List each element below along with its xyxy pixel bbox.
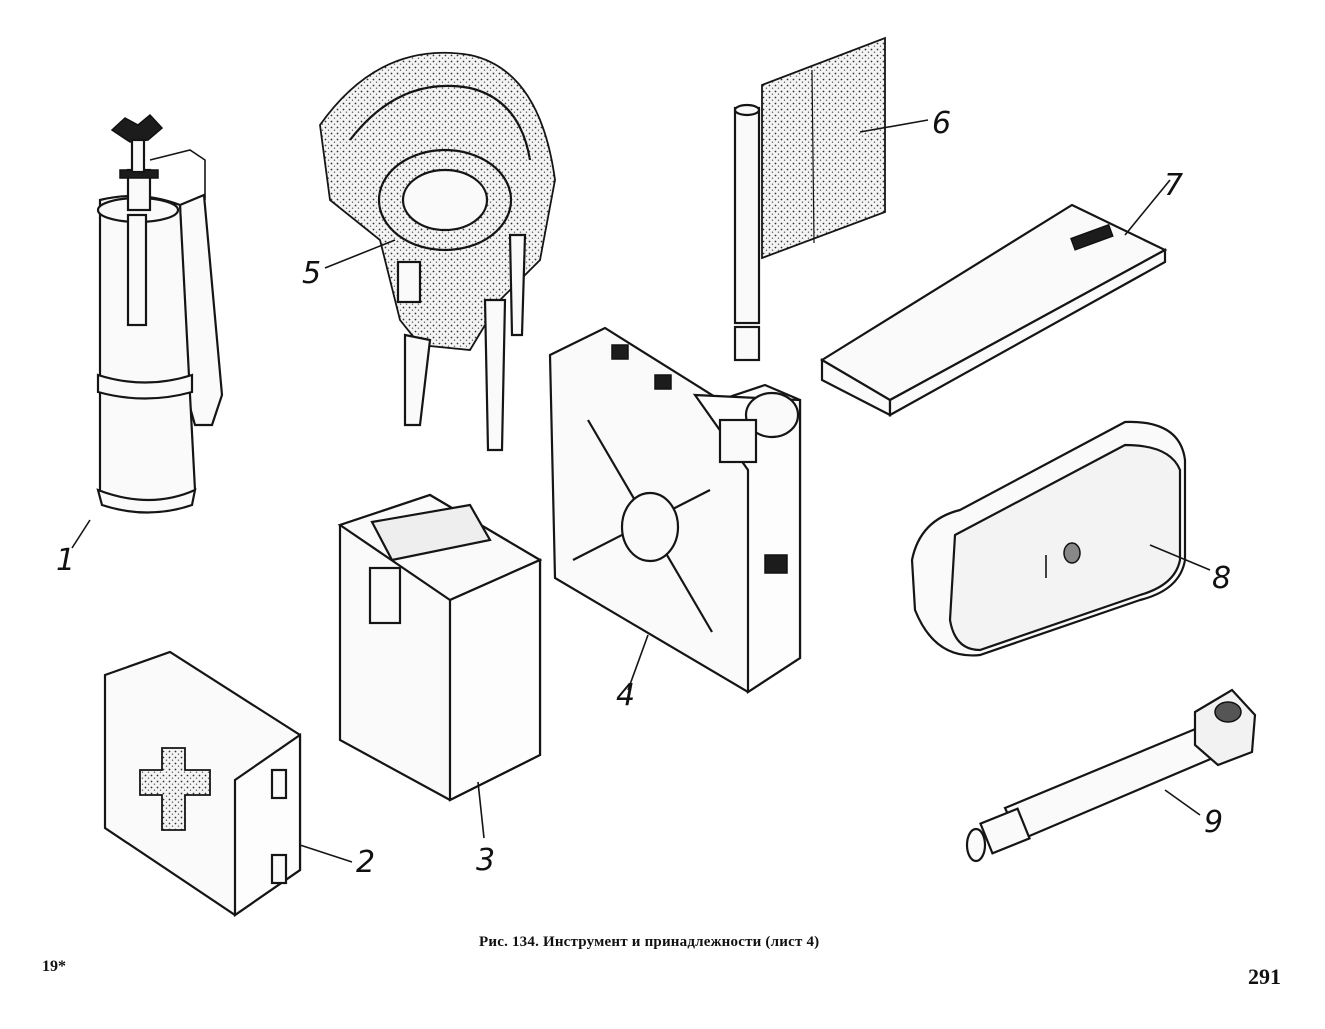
item-2-first-aid-kit [103, 650, 302, 918]
callout-leaders [71, 119, 1211, 863]
item-3-box [337, 493, 543, 802]
figure-caption: Рис. 134. Инструмент и принадлежности (л… [479, 934, 939, 951]
item-5-helmet [319, 51, 556, 452]
signature-mark: 19* [42, 958, 66, 975]
callout-5: 5 [302, 256, 321, 291]
callout-6: 6 [932, 106, 951, 141]
figure-caption-label: Рис. 134. [479, 934, 540, 950]
item-4-jerrycan [548, 326, 802, 695]
callout-1: 1 [56, 543, 75, 578]
item-7-board [819, 203, 1168, 417]
callout-3: 3 [476, 843, 495, 878]
item-9-wrench [965, 688, 1257, 863]
callout-2: 2 [356, 845, 375, 880]
callout-7: 7 [1164, 168, 1183, 203]
item-8-pad [910, 420, 1187, 657]
callout-8: 8 [1212, 561, 1231, 596]
callout-9: 9 [1204, 805, 1223, 840]
item-1-cylinder [96, 113, 224, 514]
page-number: 291 [1248, 964, 1281, 989]
figure-caption-text: Инструмент и принадлежности (лист 4) [542, 934, 820, 950]
item-6-flag [733, 36, 886, 362]
callout-4: 4 [616, 678, 635, 713]
